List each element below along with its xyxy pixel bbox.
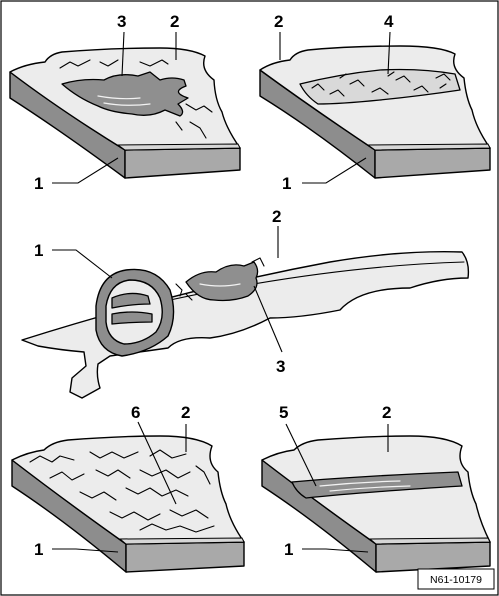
crack-line <box>395 75 411 83</box>
crack-network <box>29 455 75 463</box>
label-6: 6 <box>131 403 140 422</box>
label-2: 2 <box>170 12 179 31</box>
crack-line <box>371 87 389 95</box>
leader-line <box>52 249 113 279</box>
label-1: 1 <box>282 174 291 193</box>
leader-line <box>285 423 317 487</box>
crack-network <box>139 469 191 479</box>
crack-network <box>139 523 215 533</box>
sealing-strip-streak <box>319 480 401 487</box>
sealing-strip <box>291 471 463 499</box>
panel-middle: 1 2 3 <box>21 207 470 399</box>
crack-line <box>435 73 451 81</box>
label-2: 2 <box>181 403 190 422</box>
panel-top-right-front <box>374 147 491 179</box>
panel-top-left: 1 3 2 <box>9 12 241 193</box>
crack-network <box>109 511 161 521</box>
crack-line <box>339 73 347 79</box>
crack-line <box>185 293 193 301</box>
panel-top-right: 1 2 4 <box>259 12 491 193</box>
panel-top-left-front <box>124 147 241 179</box>
crack-network <box>79 491 117 501</box>
panel-top-left-edge-band <box>116 143 241 151</box>
label-2: 2 <box>272 207 281 226</box>
crack-line <box>329 89 345 97</box>
figure-reference: N61-10179 <box>430 574 482 586</box>
panel-bottom-left-front <box>125 541 245 573</box>
leader-line <box>121 31 125 77</box>
damage-area-dried-sealant <box>61 71 189 117</box>
label-3: 3 <box>117 12 126 31</box>
panel-bottom-left-edge-band <box>118 537 245 545</box>
panel-bottom-right: 1 5 2 <box>261 403 491 573</box>
crack-line <box>413 85 429 93</box>
label-5: 5 <box>279 403 288 422</box>
crack-network <box>95 469 131 479</box>
label-2: 2 <box>274 12 283 31</box>
crack-line <box>175 283 183 297</box>
crack-network <box>169 509 209 519</box>
crack-line <box>349 79 365 87</box>
label-1: 1 <box>34 540 43 559</box>
crack-network <box>195 465 211 485</box>
leader-line <box>52 157 119 184</box>
sealing-strip-streak <box>329 485 411 492</box>
leader-line <box>302 548 369 553</box>
leader-line <box>387 31 391 75</box>
crack-line <box>99 59 119 67</box>
damage-streak <box>103 102 151 106</box>
label-2: 2 <box>382 403 391 422</box>
label-4: 4 <box>384 12 394 31</box>
figure-reference-box <box>417 568 495 590</box>
tube-cross-section-seam <box>111 292 153 325</box>
crack-line <box>139 59 169 67</box>
crack-network <box>149 449 187 459</box>
crack-line <box>251 257 265 267</box>
damage-area-middle <box>185 261 259 302</box>
crack-line <box>175 121 183 131</box>
crack-network <box>89 451 139 459</box>
crack-network <box>125 487 189 497</box>
panel-top-right-edge-band <box>366 143 491 151</box>
label-3: 3 <box>276 357 285 376</box>
crack-line <box>189 121 207 139</box>
leader-line <box>137 421 177 505</box>
crack-line <box>185 103 213 113</box>
leader-line <box>52 548 119 553</box>
crack-line <box>59 59 91 69</box>
damage-streak <box>199 283 241 287</box>
panel-bottom-right-edge-band <box>368 537 491 545</box>
label-1: 1 <box>34 241 43 260</box>
panel-bottom-left: 1 6 2 <box>11 403 245 573</box>
panel-middle-body <box>21 251 470 399</box>
crack-line <box>387 71 395 77</box>
label-1: 1 <box>284 540 293 559</box>
leader-line <box>253 285 283 353</box>
crack-network <box>49 471 85 481</box>
label-1: 1 <box>34 174 43 193</box>
crack-line <box>311 83 325 91</box>
crack-line <box>439 83 447 89</box>
damage-streak <box>97 95 141 100</box>
panel-bottom-right-front <box>375 541 491 573</box>
leader-line <box>302 157 367 184</box>
